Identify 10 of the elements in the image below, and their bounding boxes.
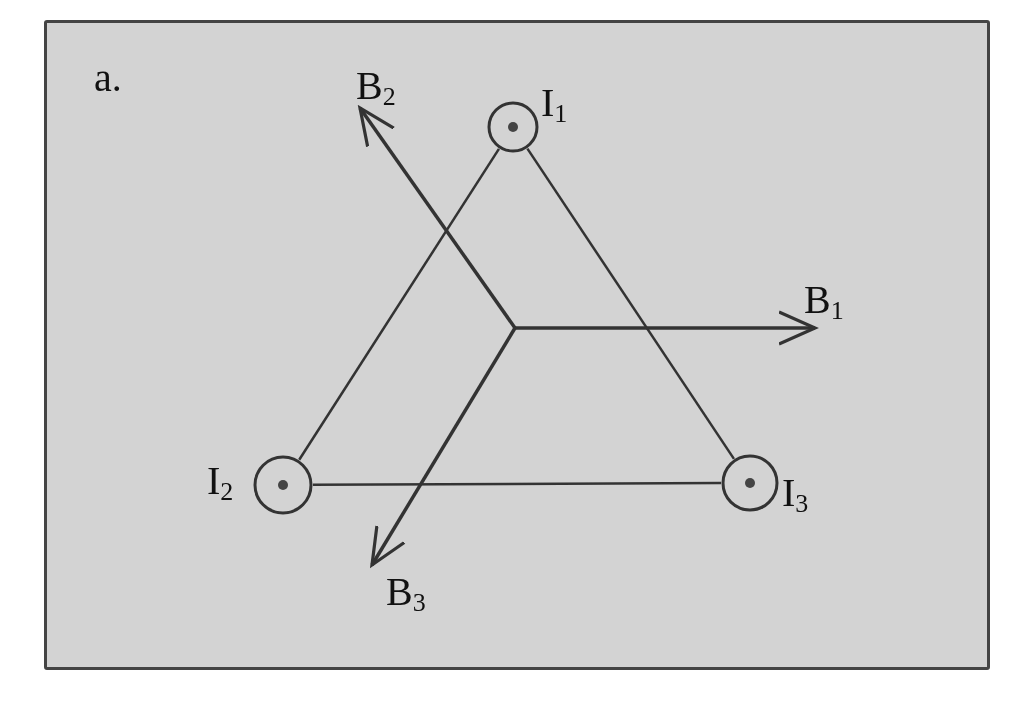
current-label: I$_{2}$ [207,461,234,505]
figure-label: a. [94,58,122,98]
current-label: I$_{3}$ [782,473,809,517]
connecting-line [526,147,735,460]
vector-label: B$_{1}$ [804,280,844,324]
vector-label: B$_{3}$ [386,572,426,616]
vector-label: B$_{2}$ [356,66,396,110]
connecting-line [298,148,500,461]
connecting-line [313,481,721,487]
current-label: I$_{1}$ [541,83,568,127]
